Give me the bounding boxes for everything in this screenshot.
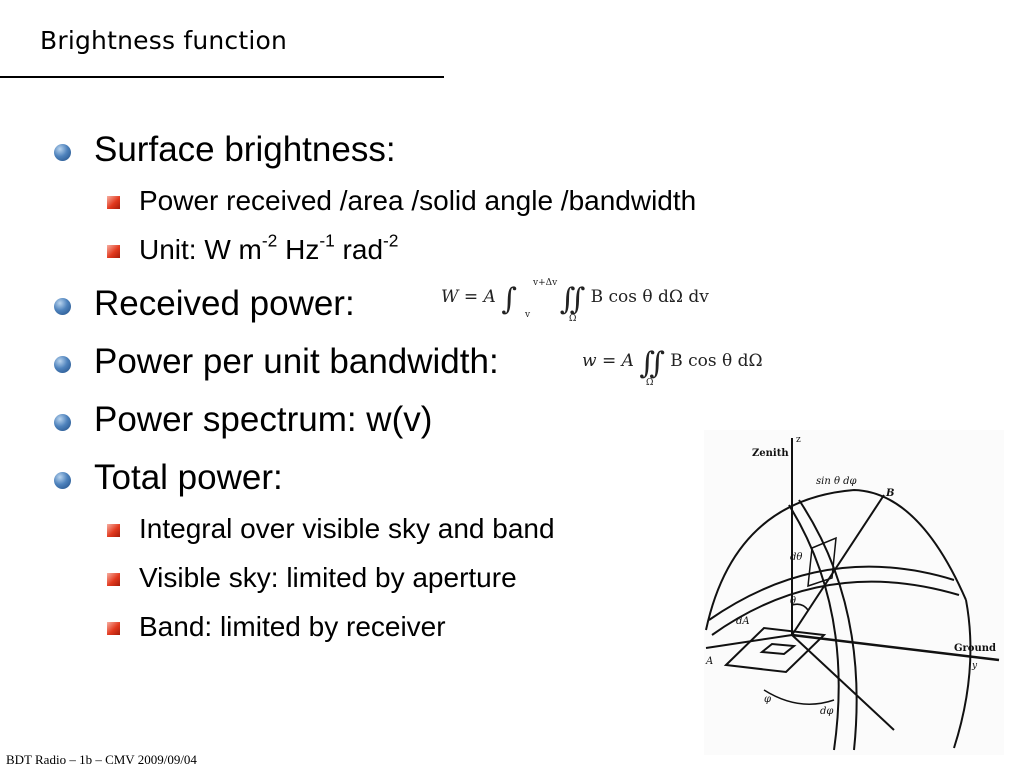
sub-bullet-integral: Integral over visible sky and band <box>107 512 555 546</box>
title-underline <box>0 76 444 78</box>
sub-bullet-unit: Unit: W m-2 Hz-1 rad-2 <box>107 230 399 267</box>
bullet-power-per-unit-bandwidth: Power per unit bandwidth: <box>54 342 499 382</box>
theta-arc <box>791 603 809 611</box>
bullet-text: Surface brightness: <box>94 130 396 169</box>
bullet-text: Total power: <box>94 458 283 497</box>
solid-angle-patch <box>807 536 837 588</box>
sphere-outline-lower <box>953 599 972 749</box>
integral-lower-limit: v <box>525 310 531 320</box>
equation-lhs: w = A <box>582 351 634 371</box>
bullet-marker-icon <box>54 414 71 431</box>
label-sin-theta-dphi: sin θ dφ <box>816 476 857 487</box>
sphere-band-upper <box>708 565 955 621</box>
label-theta: θ <box>790 596 796 607</box>
label-phi: φ <box>764 694 771 705</box>
bullet-marker-icon <box>54 298 71 315</box>
sub-bullet-band: Band: limited by receiver <box>107 610 446 644</box>
meridian-left <box>788 504 840 751</box>
sub-bullet-text: Power received /area /solid angle /bandw… <box>139 185 697 216</box>
sub-bullet-text: Visible sky: limited by aperture <box>139 562 517 593</box>
area-element-da <box>723 626 827 674</box>
equation-power-per-bandwidth: w = A ∬ Ω B cos θ dΩ <box>582 346 763 388</box>
bullet-marker-icon <box>54 356 71 373</box>
ground-axis <box>791 633 1000 662</box>
label-a: A <box>705 656 713 667</box>
integral-domain: Ω <box>646 378 654 388</box>
bullet-text: Power per unit bandwidth: <box>94 342 499 381</box>
label-ground: Ground <box>954 643 996 654</box>
slide-footer: BDT Radio – 1b – CMV 2009/09/04 <box>6 752 197 767</box>
sub-bullet-marker-icon <box>107 245 120 258</box>
sphere-outline <box>705 488 967 631</box>
label-zenith: Zenith <box>752 448 789 459</box>
sub-bullet-marker-icon <box>107 196 120 209</box>
sub-bullet-marker-icon <box>107 524 120 537</box>
meridian-right <box>798 499 858 751</box>
bullet-total-power: Total power: <box>54 458 283 498</box>
unit-rad-exponent: -2 <box>383 230 399 251</box>
sub-bullet-visible-sky: Visible sky: limited by aperture <box>107 561 517 595</box>
unit-rad: rad <box>334 234 384 265</box>
unit-hz: Hz <box>277 234 320 265</box>
sub-bullet-power-received: Power received /area /solid angle /bandw… <box>107 184 697 218</box>
unit-hz-exponent: -1 <box>319 230 335 251</box>
bullet-marker-icon <box>54 144 71 161</box>
label-b: B <box>885 488 894 499</box>
area-element-small <box>759 642 797 656</box>
sub-bullet-marker-icon <box>107 573 120 586</box>
bullet-power-spectrum: Power spectrum: w(v) <box>54 400 433 440</box>
unit-m-exponent: -2 <box>261 230 278 251</box>
sub-bullet-text: Integral over visible sky and band <box>139 513 555 544</box>
integral-sign: ∫ <box>501 282 517 317</box>
sub-bullet-marker-icon <box>107 622 120 635</box>
bullet-surface-brightness: Surface brightness: <box>54 130 396 170</box>
integral-upper-limit: v+Δv <box>533 278 558 288</box>
ray-b <box>791 494 885 636</box>
double-integral-sign: ∬ <box>639 346 665 381</box>
integral-domain: Ω <box>569 314 577 324</box>
label-dtheta: dθ <box>790 552 802 563</box>
label-dphi: dφ <box>820 706 833 717</box>
label-da: dA <box>736 616 750 627</box>
phi-arc <box>763 689 835 705</box>
bullet-received-power: Received power: <box>54 284 355 324</box>
bullet-text: Power spectrum: w(v) <box>94 400 433 439</box>
sub-bullet-text: Band: limited by receiver <box>139 611 446 642</box>
double-integral-sign: ∬ <box>559 282 586 317</box>
bullet-text: Received power: <box>94 284 355 323</box>
slide-title: Brightness function <box>40 26 288 55</box>
equation-integrand: B cos θ dΩ dv <box>590 287 709 307</box>
equation-lhs: W = A <box>441 287 496 307</box>
bullet-marker-icon <box>54 472 71 489</box>
unit-prefix: Unit: W m <box>139 234 262 265</box>
equation-integrand: B cos θ dΩ <box>670 351 763 371</box>
label-z: z <box>796 435 801 445</box>
celestial-sphere-diagram: Zenith z sin θ dφ B dθ θ dA A Ground y φ… <box>704 430 1004 755</box>
label-y: y <box>971 661 978 671</box>
sphere-band-lower <box>711 580 960 636</box>
equation-received-power: W = A ∫ v+Δv v ∬ Ω B cos θ dΩ dv <box>441 278 709 324</box>
